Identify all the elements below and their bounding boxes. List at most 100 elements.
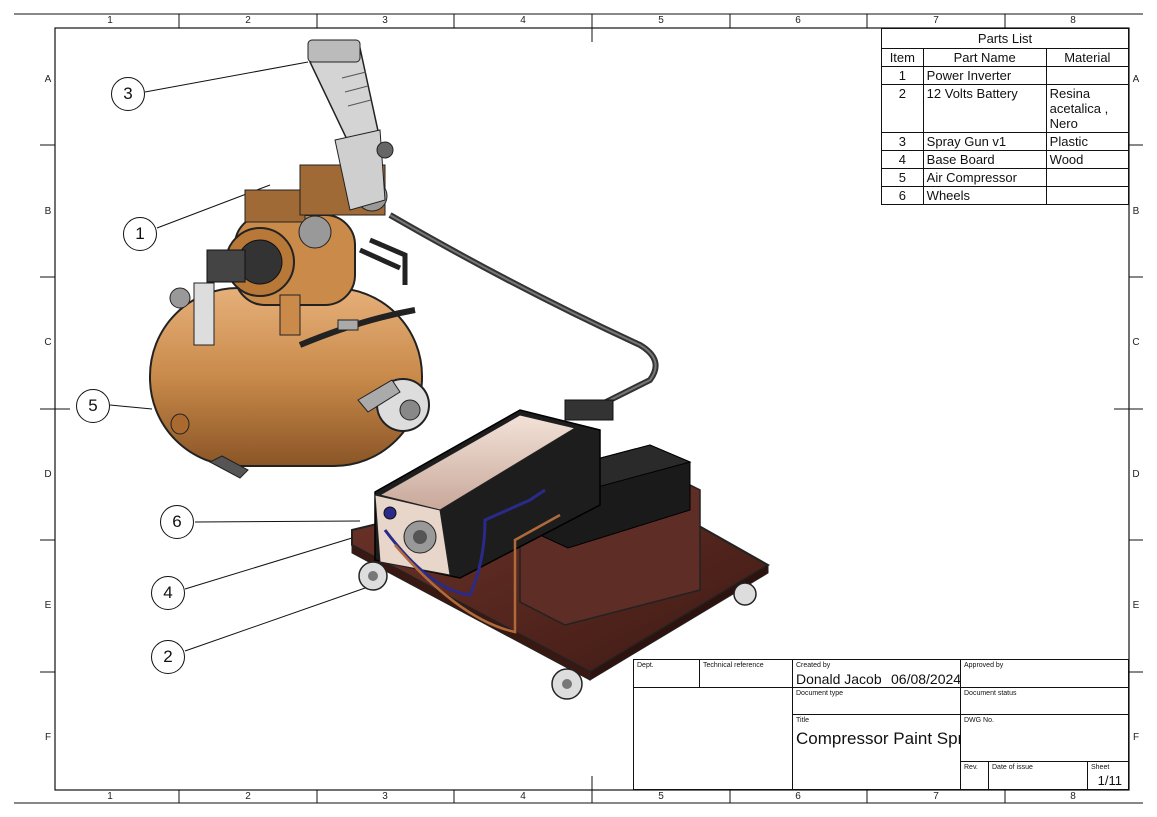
zone-col-5-bottom: 5 (658, 791, 664, 802)
zone-col-1: 1 (107, 15, 113, 26)
part-item: 1 (881, 66, 924, 85)
blue-wire (383, 488, 546, 597)
callout-5: 5 (76, 389, 110, 423)
table-row: 3 Spray Gun v1 Plastic (881, 132, 1130, 151)
tb-rev-label: Rev. (964, 764, 978, 771)
table-row: 4 Base Board Wood (881, 150, 1130, 169)
parts-header-material: Material (1045, 48, 1130, 67)
zone-row-a-right: A (1132, 74, 1140, 85)
zone-row-d-right: D (1132, 469, 1140, 480)
part-name: Base Board (922, 150, 1047, 169)
tb-title-value: Compressor Paint Spray (796, 729, 982, 748)
tb-rev: Rev. (960, 761, 989, 790)
part-item: 2 (881, 84, 924, 133)
part-material (1045, 186, 1130, 205)
part-name: Spray Gun v1 (922, 132, 1047, 151)
copper-wire (394, 513, 561, 634)
zone-col-6: 6 (795, 15, 801, 26)
part-material (1045, 168, 1130, 187)
table-row: 1 Power Inverter (881, 66, 1130, 85)
part-name: 12 Volts Battery (922, 84, 1047, 133)
part-name: Power Inverter (922, 66, 1047, 85)
tb-date-issue-label: Date of issue (992, 764, 1033, 771)
wheels (358, 561, 757, 700)
callout-1: 1 (123, 217, 157, 251)
part-material (1045, 66, 1130, 85)
tb-doc-type: Document type (792, 687, 961, 715)
part-item: 4 (881, 150, 924, 169)
parts-header-item: Item (881, 48, 924, 67)
zone-col-1-bottom: 1 (107, 791, 113, 802)
callout-6: 6 (160, 505, 194, 539)
zone-row-b: B (44, 206, 52, 217)
zone-row-f: F (44, 732, 52, 743)
tb-approved-by: Approved by (960, 659, 1129, 688)
zone-row-f-right: F (1132, 732, 1140, 743)
zone-col-4: 4 (520, 15, 526, 26)
tb-dwg-no-label: DWG No. (964, 717, 994, 724)
zone-row-c: C (44, 337, 52, 348)
zone-row-a: A (44, 74, 52, 85)
callout-3: 3 (111, 77, 145, 111)
tb-sheet-label: Sheet (1091, 764, 1110, 771)
spray-gun (307, 39, 394, 211)
tb-blank (633, 687, 793, 790)
tb-tech-ref-label: Technical reference (703, 662, 764, 669)
zone-col-6-bottom: 6 (795, 791, 801, 802)
zone-row-e: E (44, 600, 52, 611)
parts-list-title: Parts List (881, 28, 1129, 49)
part-item: 5 (881, 168, 924, 187)
part-material: Wood (1045, 150, 1130, 169)
tb-created-by-label: Created by (796, 662, 831, 669)
tb-doc-status: Document status (960, 687, 1129, 715)
tb-approved-by-label: Approved by (964, 662, 1004, 669)
tb-doc-status-label: Document status (964, 690, 1017, 697)
table-row: 6 Wheels (881, 186, 1130, 205)
part-item: 3 (881, 132, 924, 151)
tb-date-issue: Date of issue (988, 761, 1088, 790)
part-name: Air Compressor (922, 168, 1047, 187)
zone-col-3: 3 (382, 15, 388, 26)
power-inverter (374, 399, 614, 579)
part-material: Plastic (1045, 132, 1130, 151)
zone-row-c-right: C (1132, 337, 1140, 348)
zone-col-5: 5 (658, 15, 664, 26)
tb-created-by-name: Donald Jacob (796, 671, 882, 687)
callout-4: 4 (151, 576, 185, 610)
tb-sheet-value: 1/11 (1097, 773, 1122, 788)
tb-tech-ref: Technical reference (699, 659, 793, 688)
parts-header-name: Part Name (922, 48, 1047, 67)
zone-col-7-bottom: 7 (933, 791, 939, 802)
air-hose (388, 212, 659, 408)
tb-title-label: Title (796, 717, 809, 724)
zone-col-2-bottom: 2 (245, 791, 251, 802)
zone-row-b-right: B (1132, 206, 1140, 217)
tb-title: Title Compressor Paint Spray (792, 714, 981, 790)
tb-dept: Dept. (633, 659, 700, 688)
callout-2: 2 (151, 640, 185, 674)
zone-col-7: 7 (933, 15, 939, 26)
zone-col-3-bottom: 3 (382, 791, 388, 802)
leader-lines (109, 61, 369, 652)
zone-col-8: 8 (1070, 15, 1076, 26)
part-name: Wheels (922, 186, 1047, 205)
zone-row-d: D (44, 469, 52, 480)
tb-doc-type-label: Document type (796, 690, 844, 697)
tb-created-date: 06/08/2024 (891, 671, 962, 687)
tb-dwg-no: DWG No. (960, 714, 1129, 762)
part-material: Resina acetalica , Nero (1045, 84, 1130, 133)
zone-row-e-right: E (1132, 600, 1140, 611)
zone-col-8-bottom: 8 (1070, 791, 1076, 802)
air-compressor (149, 164, 430, 479)
zone-col-4-bottom: 4 (520, 791, 526, 802)
tb-created-by: Created by Donald Jacob 06/08/2024 (792, 659, 961, 688)
table-row: 2 12 Volts Battery Resina acetalica , Ne… (881, 84, 1130, 133)
zone-col-2: 2 (245, 15, 251, 26)
part-item: 6 (881, 186, 924, 205)
tb-sheet: Sheet 1/11 (1087, 761, 1129, 790)
table-row: 5 Air Compressor (881, 168, 1130, 187)
tb-dept-label: Dept. (637, 662, 654, 669)
parts-list-table: Parts List Item Part Name Material 1 Pow… (881, 28, 1130, 205)
